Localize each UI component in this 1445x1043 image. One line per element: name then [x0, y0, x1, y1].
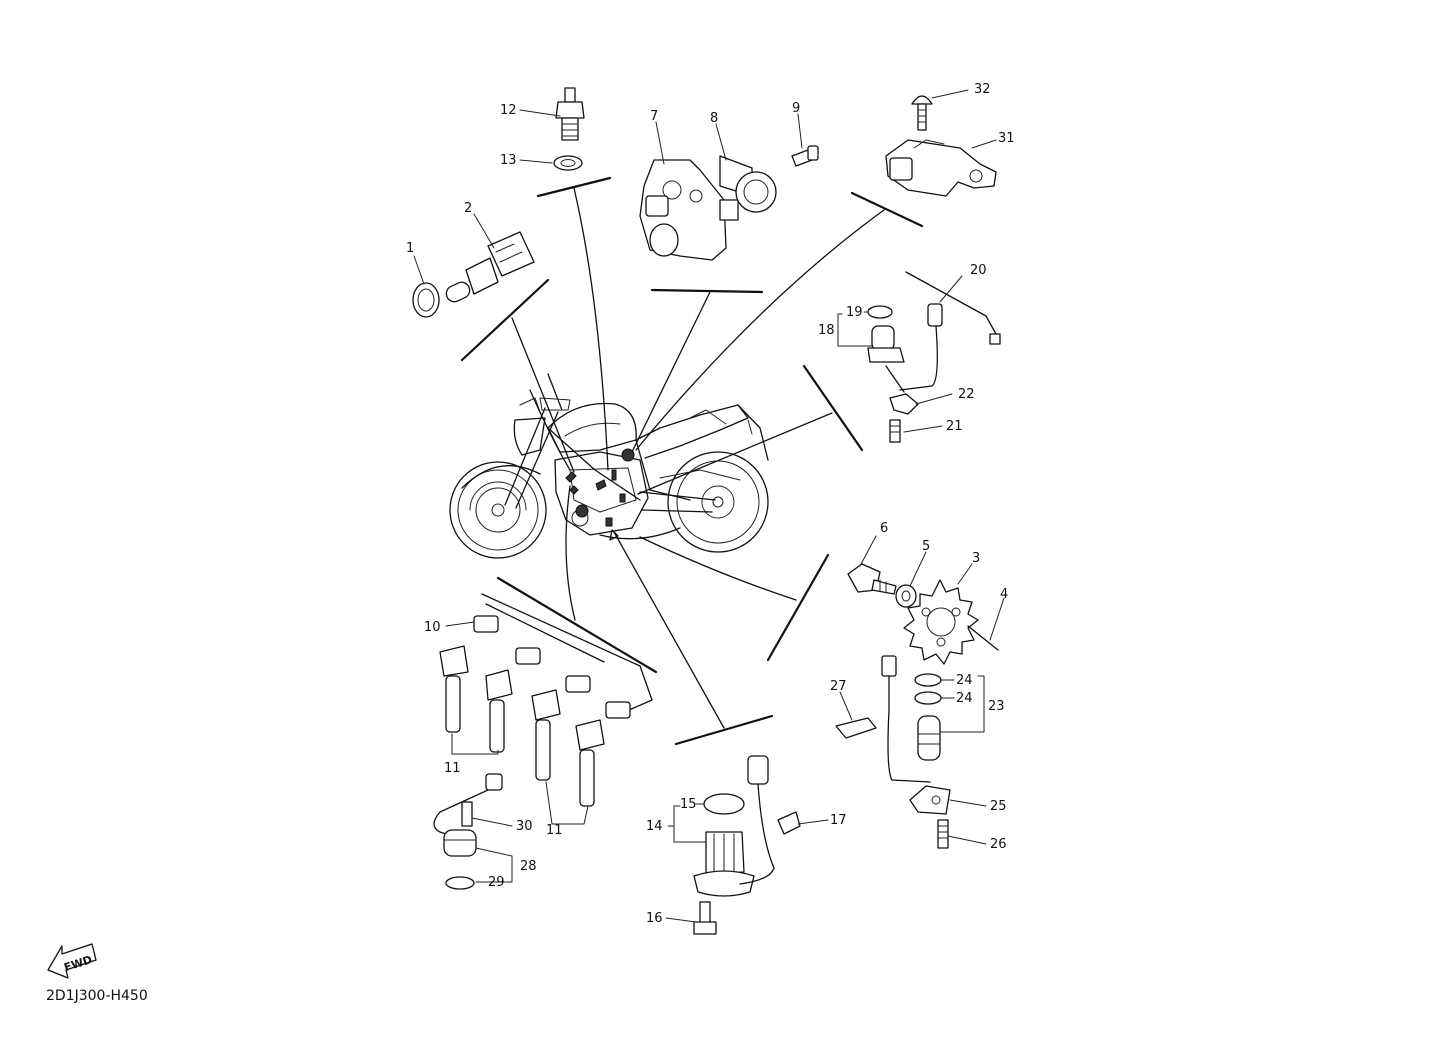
callout-21: 21 — [946, 419, 963, 434]
callout-24-top: 24 — [956, 673, 973, 688]
part-31-map-sensor — [885, 139, 997, 197]
part-1-gasket — [412, 282, 440, 318]
fwd-arrow-icon: FWD — [47, 943, 97, 979]
callout-3: 3 — [972, 551, 980, 566]
callout-leader-lines — [413, 89, 1005, 923]
part-18-sensor — [867, 325, 905, 363]
part-6-bolt — [847, 563, 897, 595]
callout-30: 30 — [516, 819, 533, 834]
part-26-bolt — [937, 819, 949, 849]
part-16-bolt — [693, 901, 717, 935]
callout-24-bottom: 24 — [956, 691, 973, 706]
part-2-temperature-sensor — [445, 231, 535, 303]
callout-14: 14 — [646, 819, 663, 834]
part-32-bolt — [911, 95, 933, 131]
part-3-sprocket — [903, 579, 979, 665]
part-11-ignition-coil-2 — [485, 669, 513, 753]
callout-23: 23 — [988, 699, 1005, 714]
callout-5: 5 — [922, 539, 930, 554]
callout-7: 7 — [650, 109, 658, 124]
motorcycle-illustration — [449, 373, 769, 559]
part-28-sensor — [433, 773, 503, 857]
callout-labels: 1 2 3 4 5 6 7 8 9 10 11 11 12 13 14 15 1… — [406, 82, 1015, 926]
part-12-pressure-switch — [555, 87, 585, 141]
callout-19: 19 — [846, 305, 863, 320]
callout-10: 10 — [424, 620, 441, 635]
callout-11-left: 11 — [444, 761, 461, 776]
callout-22: 22 — [958, 387, 975, 402]
callout-9: 9 — [792, 101, 800, 116]
callout-2: 2 — [464, 201, 472, 216]
part-30-bolt — [461, 801, 473, 827]
callout-4: 4 — [1000, 587, 1008, 602]
callout-12: 12 — [500, 103, 517, 118]
part-29-o-ring — [445, 876, 475, 890]
part-4-pin — [967, 625, 999, 651]
callout-13: 13 — [500, 153, 517, 168]
callout-26: 26 — [990, 837, 1007, 852]
part-11-ignition-coil-1 — [439, 645, 469, 733]
part-19-o-ring — [867, 305, 893, 319]
callout-15: 15 — [680, 797, 697, 812]
part-17-harness — [739, 755, 801, 885]
callout-20: 20 — [970, 263, 987, 278]
part-13-washer — [553, 155, 583, 171]
group-leader-lines — [460, 176, 924, 746]
part-15-o-ring — [703, 793, 745, 815]
part-21-bolt — [889, 419, 901, 443]
part-5-washer — [895, 584, 917, 608]
callout-25: 25 — [990, 799, 1007, 814]
callout-29: 29 — [488, 875, 505, 890]
part-22-clamp — [889, 393, 919, 415]
part-20-harness — [885, 271, 1001, 393]
callout-1: 1 — [406, 241, 414, 256]
part-11-ignition-coil-3 — [531, 689, 561, 781]
callout-16: 16 — [646, 911, 663, 926]
callout-18: 18 — [818, 323, 835, 338]
part-11-ignition-coil-4 — [575, 719, 605, 807]
callout-28: 28 — [520, 859, 537, 874]
part-23-sensor-assembly — [881, 655, 942, 783]
part-27-clip — [835, 717, 877, 739]
part-10-coil-harness — [473, 593, 653, 719]
callout-8: 8 — [710, 111, 718, 126]
part-9-screw — [791, 145, 819, 167]
part-25-bracket — [909, 785, 951, 815]
callout-6: 6 — [880, 521, 888, 536]
callout-32: 32 — [974, 82, 991, 97]
part-7-throttle-sensor-body — [639, 159, 739, 261]
callout-11-right: 11 — [546, 823, 563, 838]
diagram-code: 2D1J300-H450 — [46, 988, 148, 1004]
callout-17: 17 — [830, 813, 847, 828]
callout-31: 31 — [998, 131, 1015, 146]
part-8-position-sensor — [719, 155, 777, 213]
part-14-sensor — [693, 831, 755, 897]
callout-27: 27 — [830, 679, 847, 694]
